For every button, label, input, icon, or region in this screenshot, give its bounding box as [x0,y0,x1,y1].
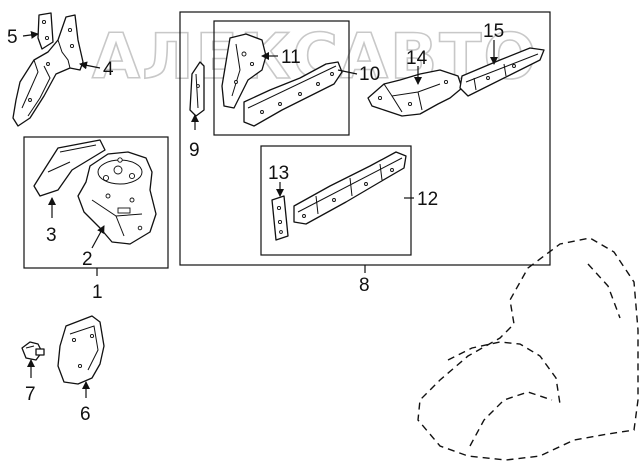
part-12-front-side-member [293,151,407,225]
callout-11: 11 [281,47,301,68]
callout-1: 1 [92,282,103,303]
part-9-bracket [189,61,205,117]
part-3-rail-extension [33,139,106,197]
part-11-panel [221,33,267,109]
callout-13: 13 [268,163,289,184]
part-10-rail [243,61,343,127]
callout-6: 6 [80,404,91,425]
leader-5 [22,30,39,39]
part-6-splash-shield [57,315,105,385]
subgroup-box-12 [260,145,412,256]
callout-9: 9 [189,140,200,161]
part-14-bracket-assembly [367,69,463,117]
part-15-side-member [459,47,545,97]
callout-5: 5 [7,27,18,48]
part-7-bolt [21,341,45,361]
callout-10: 10 [359,64,380,85]
leader-4 [79,61,101,70]
part-5-bracket [37,12,54,50]
part-13-gusset [271,195,289,241]
part-4-apron-reinforcement [12,14,84,127]
callout-8: 8 [359,275,370,296]
callout-4: 4 [103,59,114,80]
callout-3: 3 [46,225,57,246]
group-box-1 [23,136,169,269]
leader-2 [91,225,105,249]
callout-2: 2 [82,249,93,270]
callout-7: 7 [25,384,36,405]
leader-10 [337,69,358,75]
callout-15: 15 [483,21,504,42]
part-2-strut-tower [77,151,157,245]
subgroup-box-10 [213,20,350,136]
callout-14: 14 [406,48,428,69]
fender-outline [417,237,639,461]
callout-12: 12 [417,189,438,210]
